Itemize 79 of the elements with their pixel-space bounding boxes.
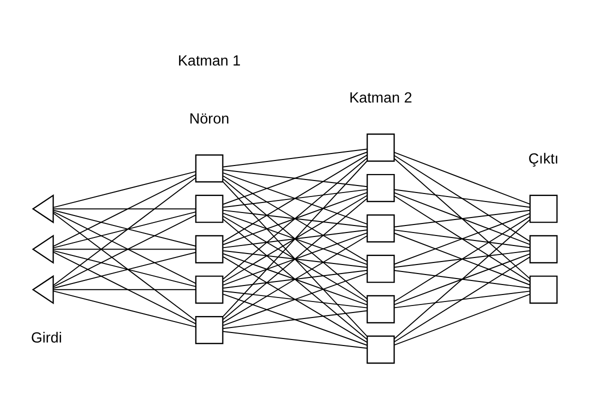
connector <box>222 215 368 302</box>
connector <box>394 154 530 242</box>
connector <box>394 212 530 264</box>
label: Nöron <box>189 110 230 127</box>
connector <box>222 293 368 346</box>
connector <box>52 290 196 327</box>
connector <box>222 256 368 342</box>
connector <box>394 209 530 227</box>
connector <box>222 290 368 308</box>
connector <box>52 174 196 246</box>
connector <box>394 195 530 282</box>
connector <box>394 293 530 345</box>
connector <box>394 218 530 339</box>
node-box <box>366 294 395 323</box>
connector <box>394 151 530 204</box>
node-box <box>195 154 224 182</box>
node-box <box>529 234 558 263</box>
connector <box>222 252 368 305</box>
node-triangle <box>32 234 54 264</box>
connector <box>394 269 530 288</box>
connector <box>394 290 530 308</box>
connector <box>222 232 368 286</box>
node-box <box>195 194 224 222</box>
node-box <box>366 133 395 162</box>
connector <box>222 218 368 340</box>
node-triangle <box>32 194 54 223</box>
node-box <box>195 315 224 344</box>
connector <box>52 251 196 324</box>
connector <box>394 229 530 248</box>
connector <box>222 272 368 326</box>
connector <box>52 208 196 209</box>
connector <box>222 269 368 288</box>
label: Çıktı <box>528 151 559 168</box>
connector <box>222 209 368 227</box>
connector <box>222 212 368 264</box>
label: Katman 2 <box>349 90 412 106</box>
label: Katman 1 <box>178 53 241 70</box>
connector <box>222 228 368 248</box>
node-triangle <box>32 274 54 304</box>
connector <box>394 216 530 302</box>
label: Girdi <box>30 330 62 346</box>
connector <box>52 212 196 321</box>
connector <box>222 192 368 245</box>
connector <box>222 160 368 316</box>
connector <box>394 252 530 305</box>
node-box <box>366 214 395 242</box>
connector <box>394 250 530 268</box>
node-box <box>195 234 224 263</box>
connector <box>394 256 530 342</box>
connector <box>394 158 530 279</box>
connector <box>52 170 196 208</box>
connector <box>222 157 368 279</box>
connector <box>394 232 530 285</box>
connector <box>222 181 368 336</box>
connector <box>222 175 368 262</box>
node-box <box>366 335 395 364</box>
node-box <box>529 194 558 222</box>
connector <box>394 192 530 244</box>
connector <box>222 330 368 348</box>
node-box <box>366 173 395 202</box>
connector <box>222 154 368 242</box>
connector <box>222 172 368 224</box>
connector <box>222 168 368 187</box>
connector <box>52 248 196 250</box>
connector <box>222 310 368 328</box>
connector <box>222 151 368 204</box>
connector <box>222 194 368 282</box>
connector <box>222 250 368 268</box>
node-box <box>366 254 395 282</box>
connector <box>222 148 368 167</box>
node-box <box>529 275 558 304</box>
node-box <box>195 275 224 304</box>
connector <box>222 234 368 322</box>
connector <box>222 178 368 299</box>
connector <box>52 176 196 286</box>
connector <box>52 288 196 290</box>
connector <box>394 188 530 208</box>
connector <box>222 197 368 320</box>
connector <box>222 188 368 208</box>
